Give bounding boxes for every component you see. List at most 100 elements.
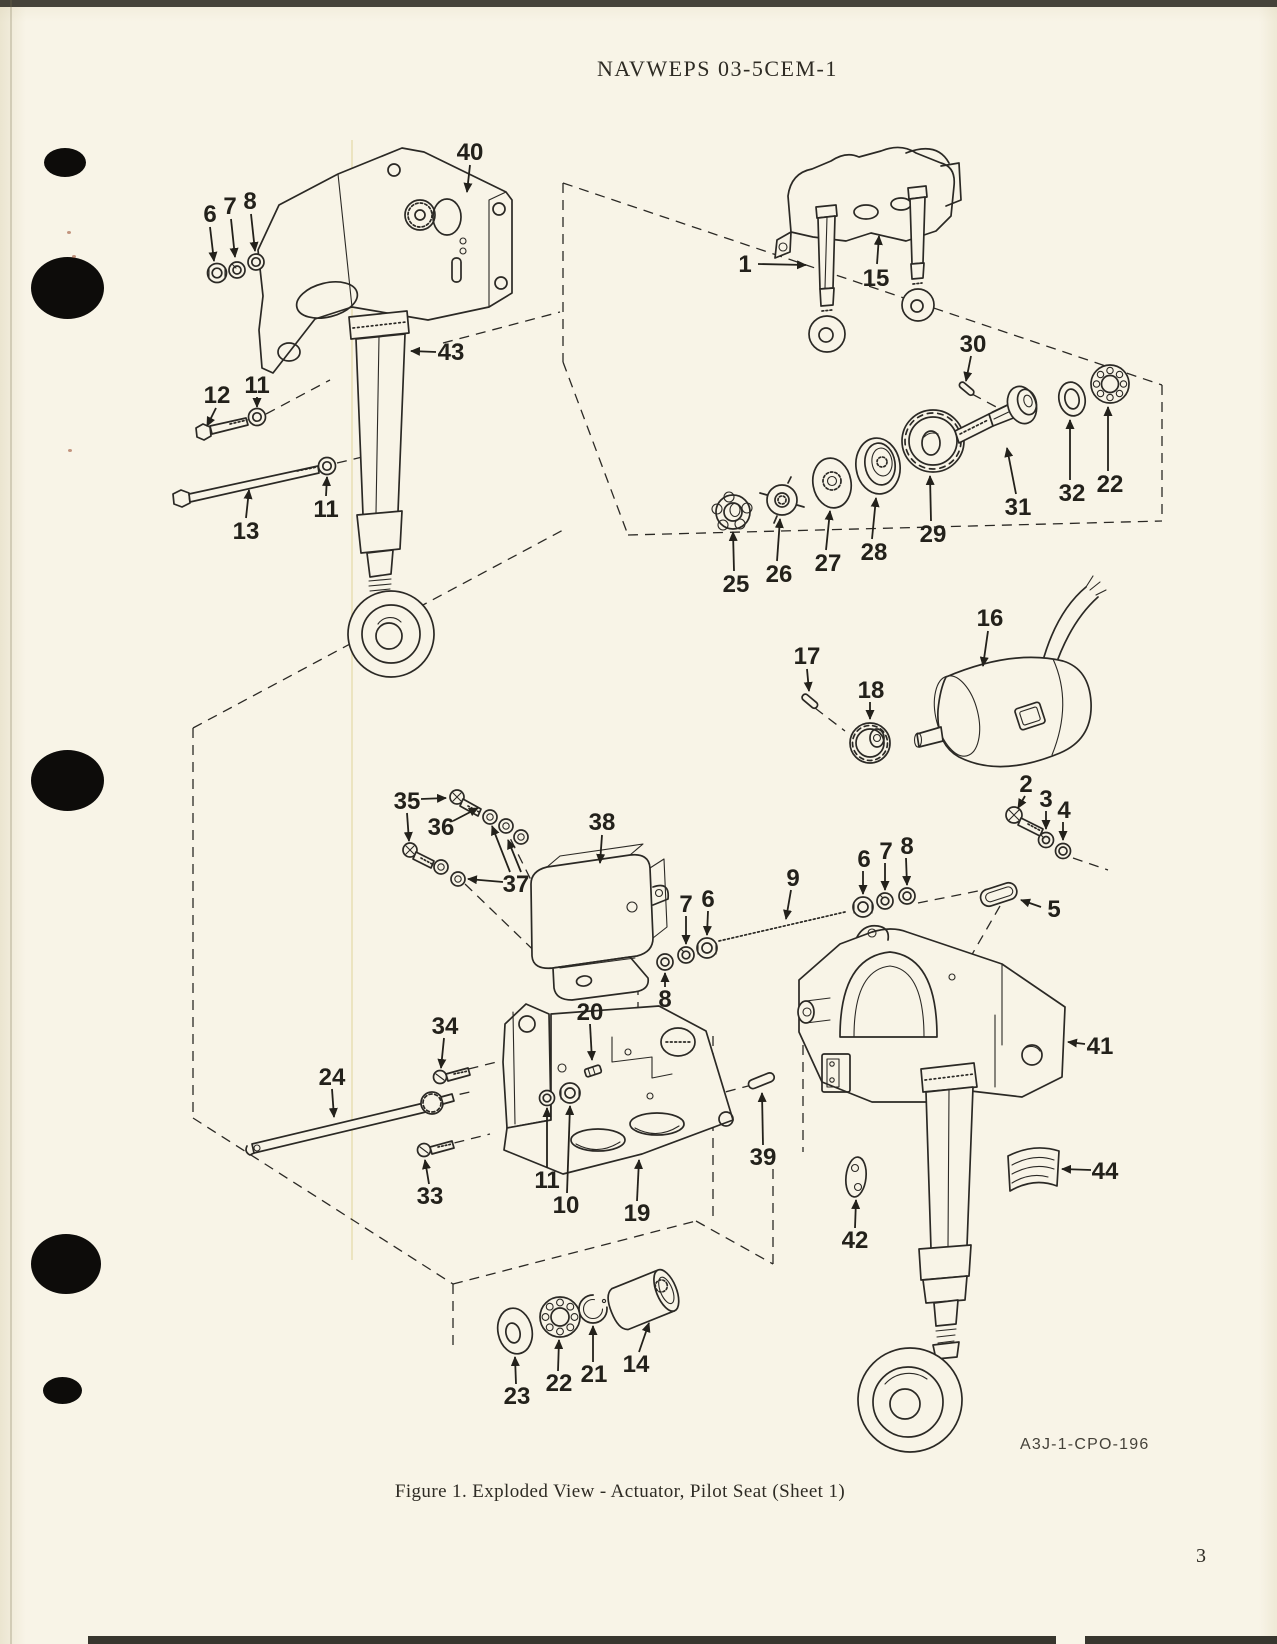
screw-35: [449, 789, 482, 817]
callout-30: 30: [960, 331, 987, 358]
binding-hole: [43, 1377, 82, 1404]
callout-leader-29: [925, 475, 935, 522]
paper-speck: [68, 449, 72, 452]
callout-21: 21: [581, 1361, 608, 1388]
callout-leader-8: [249, 213, 259, 252]
screw-34: [432, 1067, 471, 1085]
callout-23: 23: [504, 1383, 531, 1410]
bearing-22: [1090, 364, 1130, 404]
callout-2: 2: [1019, 771, 1032, 798]
callout-leader-22: [554, 1339, 564, 1372]
callout-9: 9: [786, 865, 799, 892]
tab-washer-26: [759, 476, 805, 524]
callout-leader-6: [208, 226, 218, 262]
base-plate-assembly: [245, 1003, 776, 1175]
callout-6: 6: [701, 886, 714, 913]
callout-8: 8: [900, 833, 913, 860]
callout-leader-40: [463, 164, 473, 193]
callout-leader-28: [870, 497, 880, 540]
washer-7: [228, 261, 246, 279]
callout-42: 42: [842, 1227, 869, 1254]
sleeve-14: [607, 1268, 680, 1331]
washer-11: [247, 407, 267, 427]
callout-leader-33: [422, 1159, 431, 1185]
nut-6: [206, 262, 228, 284]
callout-leader-25: [728, 531, 738, 572]
callout-8: 8: [243, 188, 256, 215]
callout-24: 24: [319, 1064, 346, 1091]
washer-23: [496, 1307, 534, 1355]
callout-leader-42: [851, 1199, 861, 1229]
callout-15: 15: [863, 265, 890, 292]
sprocket-29: [901, 409, 965, 473]
callout-12: 12: [204, 382, 231, 409]
callout-leader-11: [322, 476, 332, 497]
callout-41: 41: [1087, 1033, 1114, 1060]
callout-1: 1: [738, 251, 751, 278]
washer-11: [317, 456, 337, 476]
cup-28: [855, 437, 901, 495]
page-number: 3: [1196, 1545, 1206, 1567]
callout-31: 31: [1005, 494, 1032, 521]
callout-leader-17: [803, 668, 813, 692]
callout-leader-24: [328, 1088, 338, 1118]
lower-actuator-assembly: [797, 924, 1066, 1453]
screw-33: [416, 1140, 455, 1158]
callout-11: 11: [534, 1167, 559, 1194]
callout-20: 20: [577, 999, 604, 1026]
link-42: [844, 1156, 868, 1198]
callout-39: 39: [750, 1144, 777, 1171]
scan-edge-bottom: [1085, 1636, 1277, 1644]
gear-train: [711, 364, 1130, 531]
cover-assembly: [402, 789, 670, 1001]
callout-16: 16: [977, 605, 1004, 632]
callout-27: 27: [815, 550, 842, 577]
callout-35: 35: [394, 788, 421, 815]
callout-leader-1: [757, 260, 807, 270]
callout-leader-35: [420, 793, 447, 803]
callout-leader-6: [702, 910, 712, 936]
binding-hole: [31, 750, 104, 811]
pin-17: [801, 693, 819, 710]
paper-speck: [72, 255, 76, 258]
figure-caption: Figure 1. Exploded View - Actuator, Pilo…: [394, 1481, 846, 1502]
binding-hole: [31, 257, 104, 319]
callout-3: 3: [1039, 786, 1052, 813]
washer-8: [247, 253, 265, 271]
callout-6: 6: [203, 201, 216, 228]
data-plate-44: [1007, 1147, 1060, 1192]
callout-11: 11: [244, 372, 269, 399]
callout-7: 7: [879, 838, 892, 865]
gear-18: [849, 722, 891, 764]
callout-leader-26: [774, 518, 784, 562]
callout-leader-13: [243, 489, 253, 519]
callout-leader-38: [596, 834, 606, 864]
callout-leader-20: [587, 1023, 596, 1061]
binding-hole: [44, 148, 86, 177]
paper-speck: [67, 231, 71, 234]
callout-40: 40: [457, 139, 484, 166]
drawing-reference: A3J-1-CPO-196: [1020, 1436, 1150, 1453]
callout-leader-37: [507, 839, 522, 873]
callout-leader-31: [1004, 447, 1017, 495]
bottom-bearing-row: [496, 1268, 680, 1355]
screw-35: [402, 842, 435, 869]
callout-36: 36: [428, 814, 455, 841]
callout-leader-16: [979, 630, 989, 667]
callout-33: 33: [417, 1183, 444, 1210]
callout-43: 43: [438, 339, 465, 366]
bolt-12: [195, 417, 249, 441]
callout-17: 17: [794, 643, 821, 670]
callout-10: 10: [553, 1192, 580, 1219]
callout-leader-14: [638, 1322, 651, 1353]
callout-leader-8: [902, 857, 912, 886]
callout-7: 7: [223, 193, 236, 220]
callout-34: 34: [432, 1013, 459, 1040]
scan-edge-bottom: [88, 1636, 1056, 1644]
callout-6: 6: [857, 846, 870, 873]
lock-washers-37: [433, 809, 529, 887]
callout-leader-36: [452, 807, 479, 822]
motor-screws: [1005, 806, 1072, 860]
